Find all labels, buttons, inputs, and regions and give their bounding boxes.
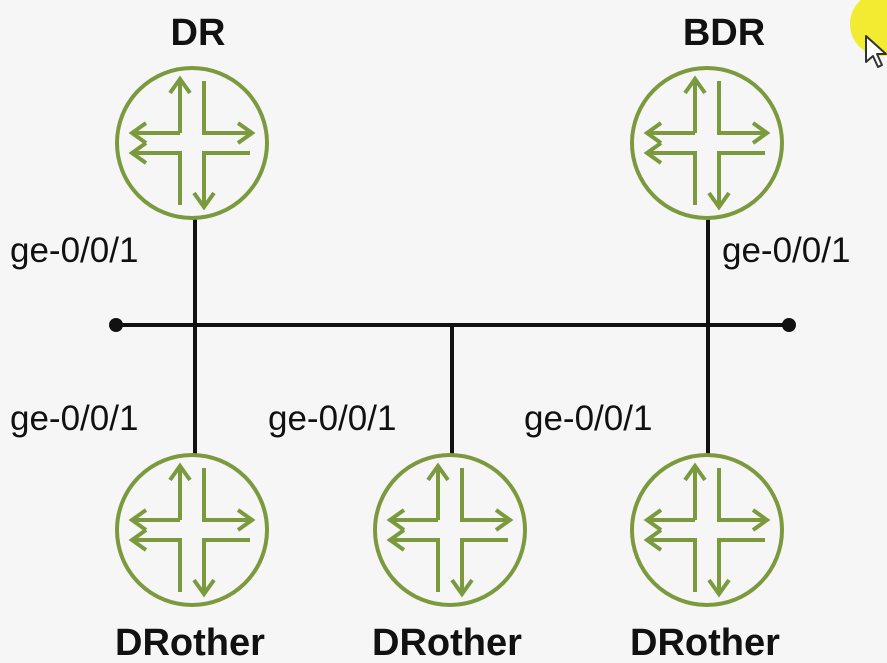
interface-label: ge-0/0/1: [10, 231, 138, 270]
router-role-label: DR: [171, 12, 226, 54]
router-role-label: DRother: [372, 622, 522, 663]
segment-end-right: [782, 318, 796, 332]
interface-label: ge-0/0/1: [10, 399, 138, 438]
router-role-label: BDR: [683, 12, 765, 54]
router-icon: [115, 453, 269, 607]
router-role-label: DRother: [115, 622, 265, 663]
router-icon: [115, 66, 269, 220]
router-icon: [630, 453, 784, 607]
mouse-pointer-icon: [865, 35, 887, 68]
router-role-label: DRother: [630, 622, 780, 663]
router-icon: [373, 453, 527, 607]
router-icon: [630, 66, 784, 220]
segment-end-left: [109, 318, 123, 332]
interface-label: ge-0/0/1: [524, 399, 652, 438]
interface-label: ge-0/0/1: [268, 399, 396, 438]
interface-label: ge-0/0/1: [722, 231, 850, 270]
